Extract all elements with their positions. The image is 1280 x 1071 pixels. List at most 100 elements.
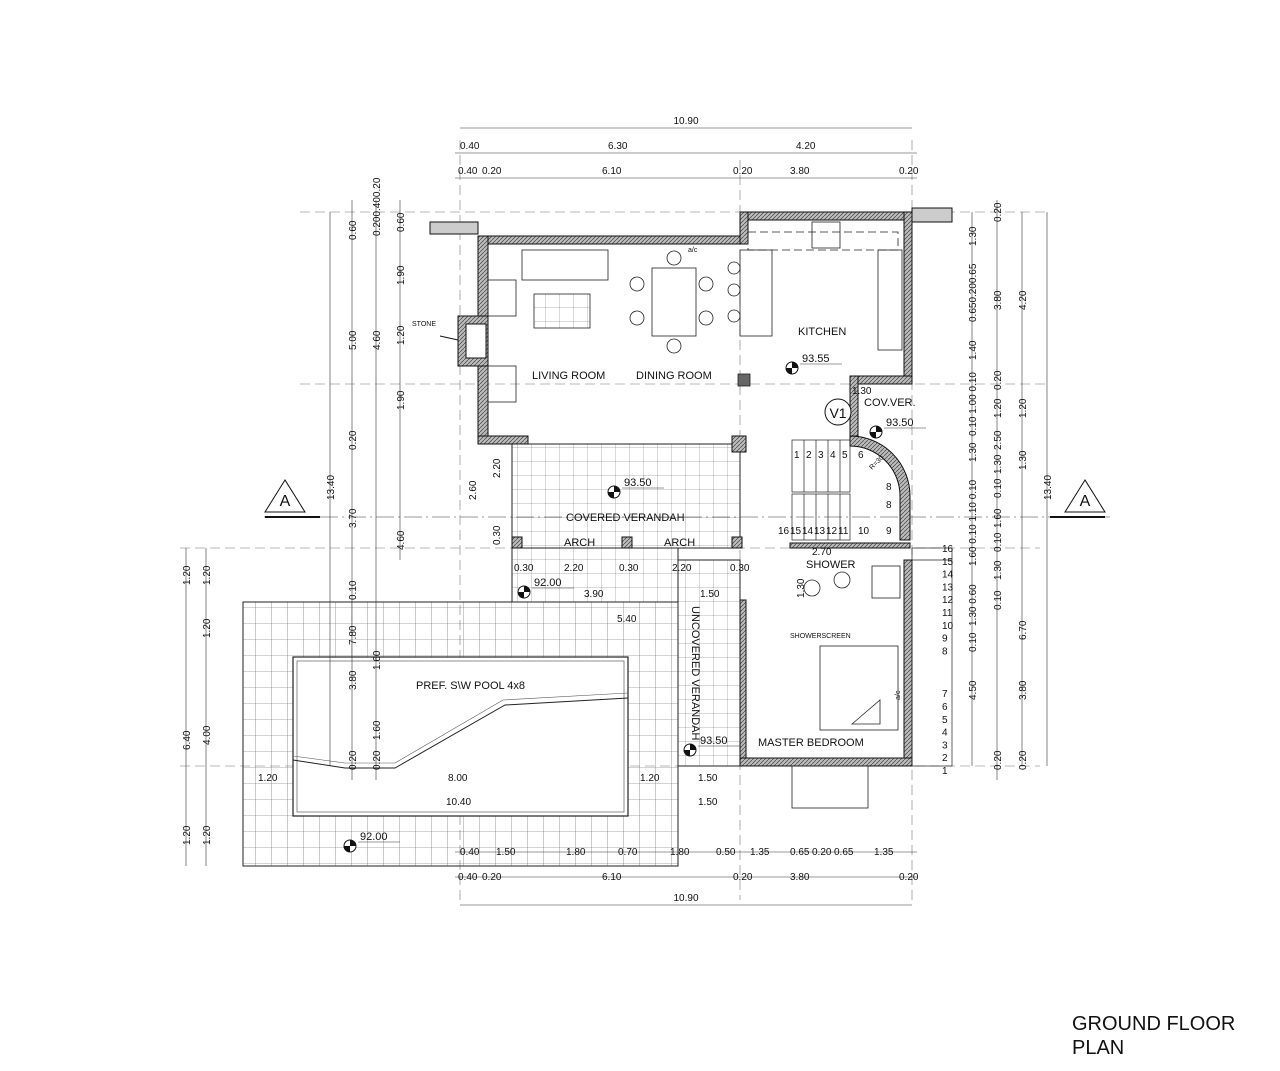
dimension-text: 0.650.200.65 (968, 263, 979, 322)
dimension-text: 1.20 (202, 618, 213, 638)
dimension-text: 0.20 (372, 750, 383, 770)
level-marker-kitchen (785, 361, 842, 375)
level-value: 92.00 (360, 831, 388, 843)
stair-step-number: 4 (830, 450, 836, 461)
stair-step-number: 7 (942, 689, 948, 700)
dimension-lines (185, 127, 1048, 906)
stair-step-number: 10 (858, 526, 870, 537)
dimension-text: 0.40 (460, 847, 480, 858)
dimension-text: 1.50 (698, 797, 718, 808)
dimension-text: 6.10 (602, 872, 622, 883)
dimension-text: 0.20 (733, 872, 753, 883)
covered-verandah-label: COVERED VERANDAH (566, 512, 685, 524)
dimension-text: 1.90 (396, 265, 407, 285)
ac-label-2: a/c (895, 690, 902, 700)
dimension-text: 1.30 (968, 226, 979, 246)
dimension-text: 0.20 (899, 166, 919, 177)
stair-rise-label: R=30 (868, 454, 885, 471)
dimension-text: 0.10 (968, 632, 979, 652)
dimension-text: 8.00 (448, 773, 468, 784)
stair-step-number: 11 (838, 526, 849, 537)
dimension-text: 0.10 (993, 590, 1004, 610)
stair (791, 439, 953, 767)
dimension-text: 1.20 (993, 398, 1004, 418)
dimension-text: 0.70 (618, 847, 638, 858)
stair-step-number: 15 (942, 557, 954, 568)
dimension-text: 2.20 (492, 458, 503, 478)
dimension-text: 1.60 (372, 720, 383, 740)
dimension-text: 1.35 (874, 847, 894, 858)
dimension-text: 6.70 (1018, 620, 1029, 640)
stair-step-number: 2 (806, 450, 812, 461)
dining-room-label: DINING ROOM (636, 370, 712, 382)
dimension-text: 0.30 (514, 563, 534, 574)
covered-verandah-floor (511, 443, 741, 549)
dimension-text: 1.60 (993, 508, 1004, 528)
dimension-text: 0.20 (812, 847, 832, 858)
dimension-text: 3.80 (790, 872, 810, 883)
dimension-text: 4.60 (372, 330, 383, 350)
dimension-text: 5.00 (348, 330, 359, 350)
svg-text:A: A (1080, 493, 1091, 510)
dimension-text: 0.40 (458, 166, 478, 177)
section-marker-right: A (1050, 479, 1106, 518)
dimension-text: 10.90 (673, 893, 698, 904)
dimension-text: 0.20 (348, 430, 359, 450)
dimension-text: 10.40 (446, 797, 471, 808)
dimension-text: 1.30 (993, 560, 1004, 580)
master-bedroom-label: MASTER BEDROOM (758, 737, 864, 749)
dimension-text: 13.40 (1043, 475, 1054, 500)
dimension-text: 1.20 (202, 565, 213, 585)
dimension-text: 0.20 (482, 872, 502, 883)
pool-deck (242, 601, 679, 867)
dimension-text: 2.20 (672, 563, 692, 574)
dimension-text: 0.20 (899, 872, 919, 883)
stair-step-number: 8 (886, 500, 892, 511)
level-marker-cov-ver (869, 425, 926, 439)
stone-label: STONE (412, 321, 436, 328)
level-value: 93.50 (700, 735, 728, 747)
dimension-text: 10.90 (673, 116, 698, 127)
stair-step-number: 6 (858, 450, 864, 461)
dimension-text: 0.30 (730, 563, 750, 574)
dimension-text: 4.20 (1018, 290, 1029, 310)
dimension-text: 0.30 (492, 525, 503, 545)
uncovered-verandah-label: UNCOVERED VERANDAH (689, 606, 701, 741)
level-value: 93.50 (886, 417, 914, 429)
stair-step-number: 16 (778, 526, 790, 537)
stair-step-number: 3 (818, 450, 824, 461)
dimension-text: 1.30 (796, 578, 807, 598)
dimension-text: 1.80 (670, 847, 690, 858)
dimension-text: 1.35 (750, 847, 770, 858)
dimension-text: 7.80 (348, 625, 359, 645)
stair-step-number: 13 (814, 526, 826, 537)
uncovered-verandah-floor (677, 559, 741, 767)
dimension-text: 1.20 (640, 773, 660, 784)
stair-step-number: 8 (942, 646, 948, 657)
dimension-text: 1.50 (496, 847, 516, 858)
dimension-text: 4.00 (202, 725, 213, 745)
dimension-text: 0.20 (733, 166, 753, 177)
arch-label-1: ARCH (564, 537, 595, 549)
dimension-text: 1.90 (396, 390, 407, 410)
dimension-text: 0.10 (348, 580, 359, 600)
dimension-text: 0.20 (993, 370, 1004, 390)
stair-step-number: 2 (942, 753, 948, 764)
arch-label-2: ARCH (664, 537, 695, 549)
dimension-text: 0.60 (348, 220, 359, 240)
cov-ver-label: COV.VER. (864, 397, 916, 409)
drawing-title-line-1: GROUND FLOOR (1072, 1013, 1236, 1035)
dimension-text: 0.40 (460, 141, 480, 152)
drawing-title: GROUND FLOOR PLAN (1072, 1012, 1235, 1060)
stair-step-number: 9 (886, 526, 892, 537)
kitchen-label: KITCHEN (798, 326, 846, 338)
showerscreen-label: SHOWERSCREEN (790, 633, 851, 640)
dimension-text: 1.20 (1018, 398, 1029, 418)
shower-label: SHOWER (806, 559, 856, 571)
dimension-text: 3.80 (993, 290, 1004, 310)
dimension-text: 3.90 (584, 589, 604, 600)
dimension-text: 0.20 (482, 166, 502, 177)
